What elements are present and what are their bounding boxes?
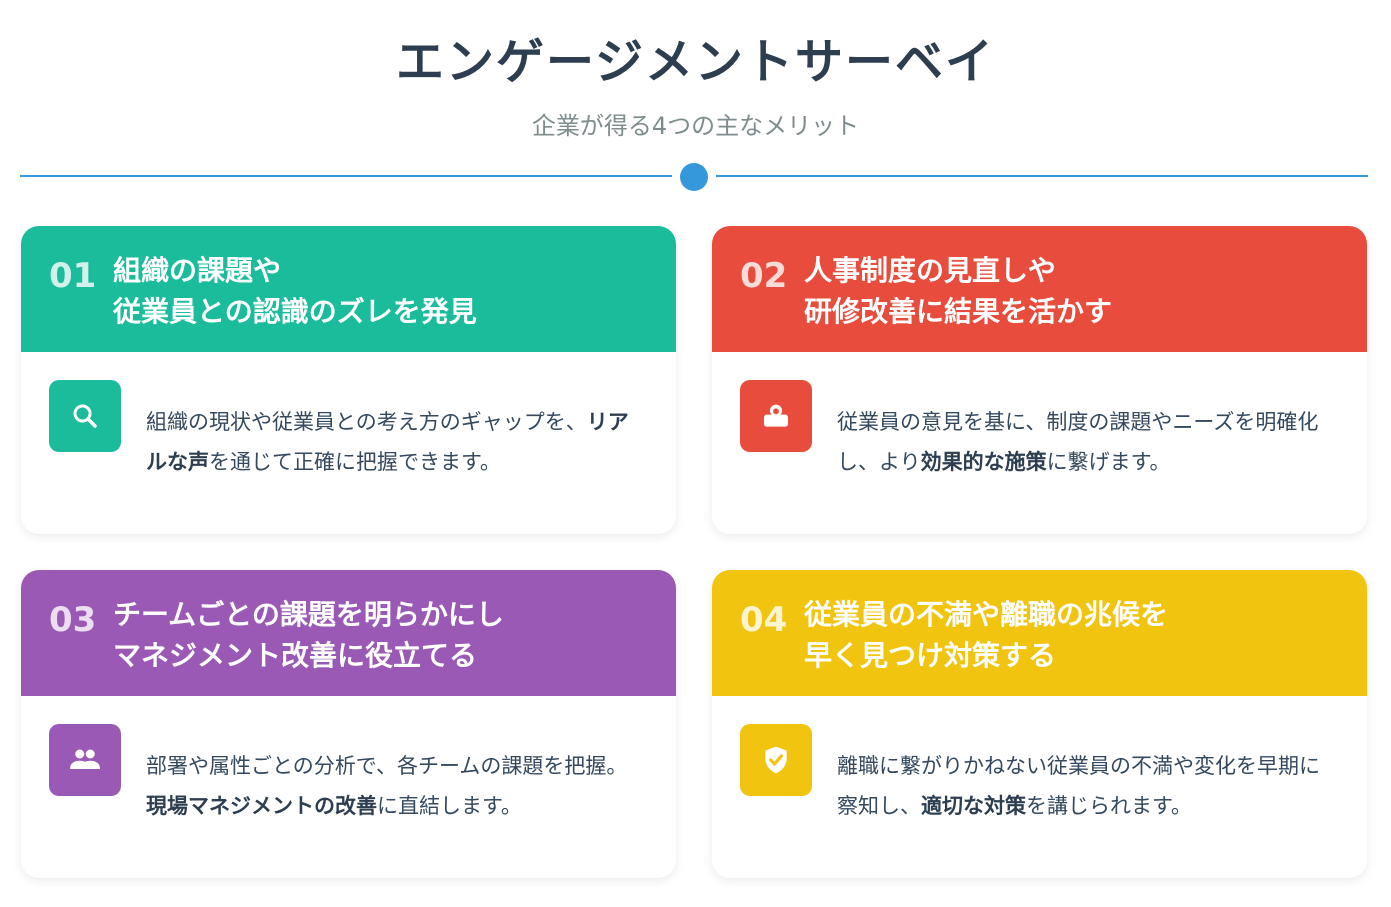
card-number: 02 [740, 256, 788, 296]
card-title: 組織の課題や 従業員との認識のズレを発見 [113, 254, 477, 328]
card-description: 組織の現状や従業員との考え方のギャップを、リアルな声を通じて正確に把握できます。 [146, 402, 646, 482]
card-title: チームごとの課題を明らかにし マネジメント改善に役立てる [113, 598, 504, 672]
card-header: 03 チームごとの課題を明らかにし マネジメント改善に役立てる [21, 570, 676, 696]
desc-text: を通じて正確に把握できます。 [209, 450, 501, 474]
card-header: 01 組織の課題や 従業員との認識のズレを発見 [21, 226, 676, 352]
desc-text: を講じられます。 [1026, 794, 1192, 818]
card-description: 部署や属性ごとの分析で、各チームの課題を把握。現場マネジメントの改善に直結します… [146, 746, 646, 826]
team-icon [49, 724, 121, 796]
desc-highlight: 効果的な施策 [920, 450, 1047, 474]
card-number: 03 [49, 600, 97, 640]
user-feedback-icon [740, 380, 812, 452]
card-description: 離職に繋がりかねない従業員の不満や変化を早期に察知し、適切な対策を講じられます。 [837, 746, 1337, 826]
desc-text: 組織の現状や従業員との考え方のギャップを、 [146, 410, 587, 434]
page-subtitle: 企業が得る4つの主なメリット [531, 112, 860, 140]
card-number: 04 [740, 600, 788, 640]
desc-highlight: 現場マネジメントの改善 [146, 794, 377, 818]
card-title: 従業員の不満や離職の兆候を 早く見つけ対策する [804, 598, 1169, 672]
desc-text: に繋げます。 [1046, 450, 1171, 474]
desc-text: に直結します。 [377, 794, 522, 818]
desc-highlight: 適切な対策 [921, 794, 1026, 818]
page-title: エンゲージメントサーベイ [395, 34, 996, 90]
benefit-card: 04 従業員の不満や離職の兆候を 早く見つけ対策する 離職に繋がりかねない従業員… [712, 570, 1367, 878]
benefit-card: 02 人事制度の見直しや 研修改善に結果を活かす 従業員の意見を基に、制度の課題… [712, 226, 1367, 534]
divider-dot [680, 163, 708, 191]
benefit-card: 03 チームごとの課題を明らかにし マネジメント改善に役立てる 部署や属性ごとの… [21, 570, 676, 878]
search-icon [49, 380, 121, 452]
shield-check-icon [740, 724, 812, 796]
desc-highlight: リアルな声 [146, 410, 629, 474]
card-header: 04 従業員の不満や離職の兆候を 早く見つけ対策する [712, 570, 1367, 696]
card-number: 01 [49, 256, 97, 296]
card-title: 人事制度の見直しや 研修改善に結果を活かす [804, 254, 1113, 328]
card-header: 02 人事制度の見直しや 研修改善に結果を活かす [712, 226, 1367, 352]
desc-text: 離職に繋がりかねない従業員の不満や変化を早期に察知し、 [837, 754, 1320, 818]
desc-text: 従業員の意見を基に、制度の課題やニーズを明確化し、より [837, 410, 1319, 474]
desc-text: 部署や属性ごとの分析で、各チームの課題を把握。 [146, 754, 628, 778]
benefit-card: 01 組織の課題や 従業員との認識のズレを発見 組織の現状や従業員との考え方のギ… [21, 226, 676, 534]
card-description: 従業員の意見を基に、制度の課題やニーズを明確化し、より効果的な施策に繋げます。 [837, 402, 1337, 482]
